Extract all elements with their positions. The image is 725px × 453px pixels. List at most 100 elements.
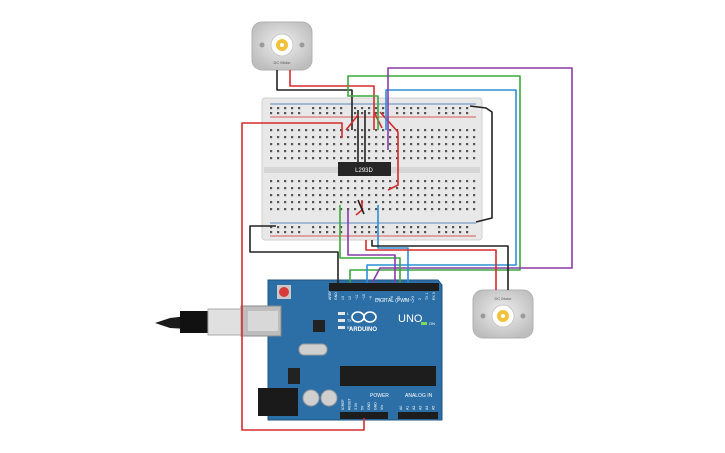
breadboard-hole [424,231,427,234]
breadboard-hole [361,187,364,190]
breadboard-hole [298,136,301,139]
breadboard-hole [361,150,364,153]
breadboard-hole [277,201,280,204]
breadboard-hole [396,157,399,160]
breadboard-hole [396,150,399,153]
breadboard-hole [326,208,329,211]
arduino-model: UNO [398,313,423,325]
breadboard-hole [277,157,280,160]
breadboard-hole [375,187,378,190]
breadboard-hole [473,150,476,153]
breadboard-hole [445,194,448,197]
breadboard-hole [305,201,308,204]
breadboard-hole [340,180,343,183]
breadboard-hole [375,136,378,139]
breadboard-hole [375,231,378,234]
breadboard-hole [340,143,343,146]
arduino-uno-board[interactable]: ARDUINO UNO DIGITAL (PWM~) POWER ANALOG … [155,279,443,421]
breadboard-hole [459,194,462,197]
breadboard-hole [326,194,329,197]
breadboard-hole [459,208,462,211]
breadboard-hole [277,231,280,234]
breadboard-hole [438,201,441,204]
breadboard-hole [452,136,455,139]
breadboard-hole [410,180,413,183]
breadboard-hole [473,187,476,190]
breadboard-hole [340,136,343,139]
breadboard-hole [340,129,343,132]
breadboard-hole [312,112,315,115]
dc-motor-top[interactable]: DC Motor [251,21,313,71]
breadboard-hole [333,107,336,110]
breadboard-hole [298,157,301,160]
breadboard-hole [403,107,406,110]
breadboard-hole [466,112,469,115]
breadboard-hole [445,231,448,234]
breadboard-hole [403,136,406,139]
pin-label: RX 0 [432,292,436,300]
breadboard-hole [466,231,469,234]
breadboard-hole [291,226,294,229]
breadboard-hole [459,180,462,183]
breadboard-hole [319,112,322,115]
breadboard-hole [270,208,273,211]
breadboard-hole [424,194,427,197]
breadboard-hole [368,112,371,115]
breadboard-hole [319,201,322,204]
breadboard-hole [396,143,399,146]
breadboard-hole [438,129,441,132]
l293d-chip[interactable]: L293D [338,162,391,176]
breadboard-hole [291,129,294,132]
breadboard-hole [305,208,308,211]
breadboard-hole [382,226,385,229]
breadboard-hole [396,208,399,211]
reset-button[interactable] [279,287,289,297]
breadboard-hole [277,150,280,153]
breadboard-hole [291,143,294,146]
breadboard-hole [410,231,413,234]
breadboard-hole [333,136,336,139]
breadboard-hole [312,180,315,183]
breadboard-hole [466,194,469,197]
breadboard-hole [452,201,455,204]
breadboard-hole [410,187,413,190]
breadboard-hole [270,143,273,146]
pin-label: 2 [418,298,422,300]
pin-label: GND [367,402,371,410]
breadboard-hole [452,107,455,110]
breadboard-hole [452,129,455,132]
breadboard-hole [368,187,371,190]
breadboard-hole [382,194,385,197]
breadboard-hole [347,201,350,204]
breadboard-hole [445,226,448,229]
breadboard-hole [326,136,329,139]
breadboard-hole [298,180,301,183]
breadboard-hole [466,143,469,146]
breadboard-hole [298,112,301,115]
breadboard-hole [284,226,287,229]
wire-motor-top-red [289,70,375,130]
breadboard-hole [284,112,287,115]
power-jack [258,388,298,416]
breadboard-hole [284,136,287,139]
breadboard-hole [277,194,280,197]
breadboard-hole [445,143,448,146]
wire-purple-lower [347,210,396,283]
breadboard-hole [417,150,420,153]
breadboard-hole [459,150,462,153]
breadboard-hole [354,136,357,139]
breadboard-hole [403,226,406,229]
breadboard-hole [410,208,413,211]
breadboard-hole [277,208,280,211]
breadboard-hole [277,107,280,110]
breadboard-hole [382,143,385,146]
breadboard-hole [459,231,462,234]
dc-motor-right[interactable]: DC Motor [472,289,534,339]
breadboard-hole [319,194,322,197]
pin-label: ~9 [369,296,373,300]
breadboard-hole [396,194,399,197]
breadboard-hole [431,208,434,211]
analog-label: ANALOG IN [405,393,433,399]
breadboard-hole [347,150,350,153]
breadboard-hole [326,180,329,183]
